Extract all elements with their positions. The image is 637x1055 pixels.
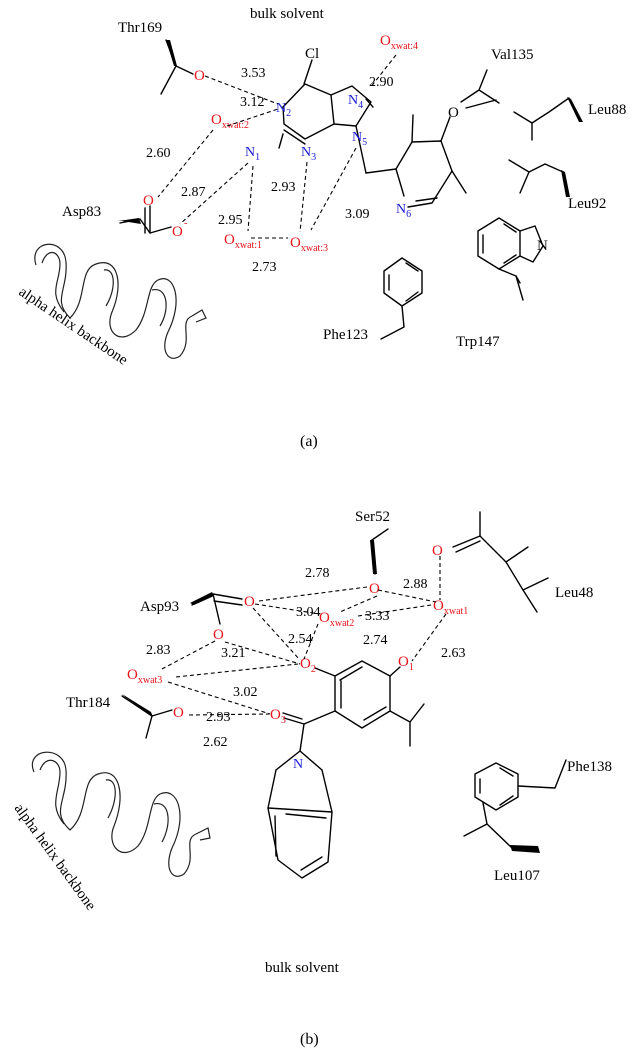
bulk-solvent-label-b: bulk solvent	[265, 960, 340, 976]
thr169-sidechain	[160, 39, 194, 95]
alpha-helix-label-b: alpha helix backbone	[11, 801, 99, 914]
distance-label: 2.62	[203, 735, 228, 750]
phe123-sidechain	[380, 257, 423, 340]
residue-label-ser52: Ser52	[355, 509, 390, 525]
distance-label: 2.93	[206, 710, 231, 725]
residue-label-thr184: Thr184	[66, 695, 111, 711]
distance-label: 2.87	[181, 185, 206, 200]
asp93-sidechain	[190, 592, 243, 625]
distance-label: 2.63	[441, 646, 466, 661]
atom-n3: N3	[301, 145, 316, 163]
water-xwat4: Oxwat:4	[380, 33, 418, 52]
asp93-oxygen-2: O	[213, 627, 224, 643]
ligand-nitrogen: N	[293, 757, 303, 772]
residue-label-val135: Val135	[491, 47, 534, 63]
hbond-lines-a	[157, 54, 397, 239]
leu48-oxygen: O	[432, 543, 443, 559]
caption-b: (b)	[300, 1031, 319, 1048]
distance-label: 2.95	[218, 213, 243, 228]
trp147-sidechain	[477, 217, 544, 301]
distance-label: 3.09	[345, 207, 370, 222]
water-xwat1: Oxwat:1	[224, 232, 262, 251]
water-xwat1: Oxwat1	[433, 598, 468, 617]
alpha-helix-a	[34, 243, 207, 359]
water-xwat3: Oxwat:3	[290, 235, 328, 254]
trp147-nitrogen: N	[537, 238, 548, 254]
ligand-o3: O3	[270, 707, 286, 726]
distance-label: 2.60	[146, 146, 171, 161]
residue-label-leu88: Leu88	[588, 102, 626, 118]
distance-label: 3.33	[365, 609, 390, 624]
residue-label-leu107: Leu107	[494, 868, 540, 884]
distance-label: 3.53	[241, 66, 266, 81]
water-xwat2: Oxwat2	[319, 610, 354, 629]
phe138-sidechain	[474, 759, 567, 811]
residue-label-thr169: Thr169	[118, 20, 162, 36]
atom-n6: N6	[396, 202, 411, 220]
asp83-sidechain	[118, 205, 172, 234]
val135-sidechain	[460, 69, 500, 104]
leu88-sidechain	[513, 97, 583, 141]
residue-label-phe123: Phe123	[323, 327, 368, 343]
atom-n4: N4	[348, 93, 363, 111]
distance-label: 2.88	[403, 577, 428, 592]
residue-label-trp147: Trp147	[456, 334, 500, 350]
alpha-helix-label-a: alpha helix backbone	[16, 284, 131, 369]
caption-a: (a)	[300, 433, 318, 450]
residue-label-asp83: Asp83	[62, 204, 101, 220]
panel-b: Ser52 O Leu48 O Asp93 O O Oxwat2 Oxwat1	[11, 509, 612, 1048]
hbond-lines-b	[159, 556, 447, 716]
distance-label: 2.54	[288, 632, 313, 647]
bulk-solvent-label-a: bulk solvent	[250, 6, 325, 22]
distance-label: 3.21	[221, 646, 246, 661]
thr184-sidechain	[121, 694, 173, 739]
panel-a: bulk solvent Thr169 O Cl N2 N1 N3 N4 N5	[16, 6, 627, 450]
distance-label: 3.02	[233, 685, 258, 700]
distance-label: 2.73	[252, 260, 277, 275]
distance-label: 2.78	[305, 566, 330, 581]
ser52-oxygen: O	[369, 581, 380, 597]
residue-label-leu92: Leu92	[568, 196, 606, 212]
asp83-charge: -	[184, 218, 187, 229]
distance-label: 2.83	[146, 643, 171, 658]
chlorine-atom: Cl	[305, 46, 319, 62]
residue-label-leu48: Leu48	[555, 585, 593, 601]
water-xwat2: Oxwat:2	[211, 112, 249, 131]
ser52-sidechain	[370, 528, 389, 575]
ligand-core-b	[267, 660, 425, 879]
ligand-o1: O1	[398, 654, 414, 673]
asp93-oxygen-1: O	[244, 594, 255, 610]
ligand-o2: O2	[300, 656, 316, 675]
distance-label: 2.93	[271, 180, 296, 195]
leu48-backbone	[452, 511, 549, 613]
purine-ring	[278, 59, 374, 174]
alpha-helix-b	[31, 751, 211, 877]
leu107-sidechain	[463, 802, 540, 853]
thr184-oxygen: O	[173, 705, 184, 721]
asp83-oxygen-2: O	[172, 224, 183, 240]
atom-n5: N5	[352, 130, 367, 148]
water-xwat3: Oxwat3	[127, 667, 162, 686]
asp83-oxygen-1: O	[143, 193, 154, 209]
ether-oxygen-a: O	[448, 105, 459, 121]
distance-label: 2.90	[369, 75, 394, 90]
distance-label: 2.74	[363, 633, 388, 648]
residue-label-phe138: Phe138	[567, 759, 612, 775]
thr169-oxygen: O	[194, 68, 205, 84]
distance-label: 3.04	[296, 605, 321, 620]
leu92-sidechain	[508, 159, 570, 197]
pyridine-ring	[365, 99, 497, 208]
atom-n1: N1	[245, 145, 260, 163]
residue-label-asp93: Asp93	[140, 599, 179, 615]
atom-n2: N2	[276, 101, 291, 119]
distance-label: 3.12	[240, 95, 265, 110]
